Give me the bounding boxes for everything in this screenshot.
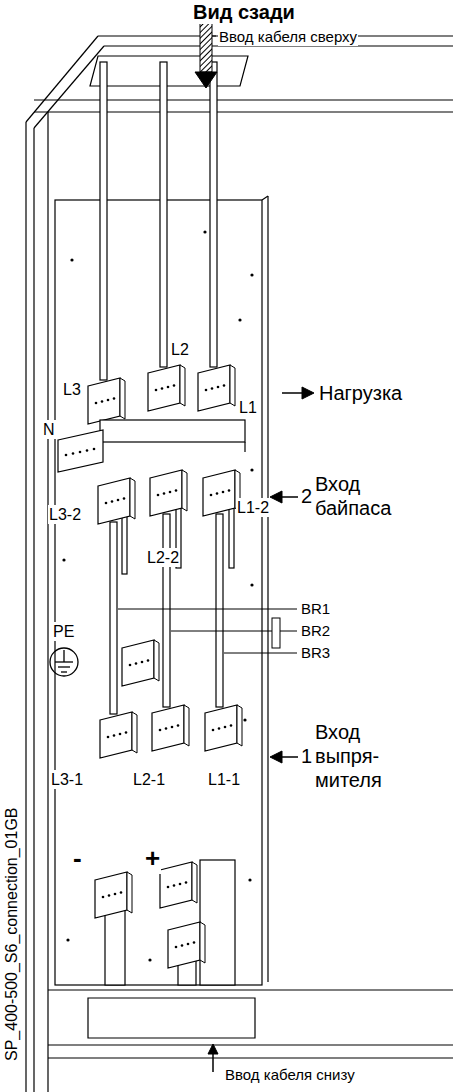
input-label: Вход байпаса [314, 472, 392, 520]
bridge-label: BR2 [300, 622, 331, 640]
terminal-label: L1-1 [207, 770, 241, 789]
cable-entry-note: Ввод кабеля сверху [218, 28, 358, 46]
terminal-label: L3-1 [50, 770, 84, 789]
terminal-label: L2-1 [132, 770, 166, 789]
phase-label: L3 [62, 380, 82, 399]
phase-label: L1 [238, 398, 258, 417]
bridge-label: BR1 [300, 600, 331, 618]
terminal-label: L1-2 [236, 498, 270, 517]
phase-label: L2 [170, 340, 190, 359]
polarity-label: + [144, 843, 161, 874]
view-title: Вид сзади [192, 0, 296, 24]
output-label: Нагрузка [318, 381, 403, 405]
callout-number: 1 [300, 744, 313, 768]
earth-label: PE [52, 622, 75, 641]
terminal-label: L3-2 [48, 505, 82, 524]
cable-entry-note: Ввод кабеля снизу [224, 1066, 356, 1084]
drawing-id: SP_400-500_S6_connection_01GB [2, 806, 21, 1062]
terminal-label: L2-2 [146, 548, 180, 567]
input-label: Вход выпря- мителя [314, 720, 383, 792]
neutral-label: N [42, 420, 56, 439]
callout-number: 2 [300, 484, 313, 508]
bridge-label: BR3 [300, 644, 331, 662]
polarity-label: - [72, 843, 83, 874]
